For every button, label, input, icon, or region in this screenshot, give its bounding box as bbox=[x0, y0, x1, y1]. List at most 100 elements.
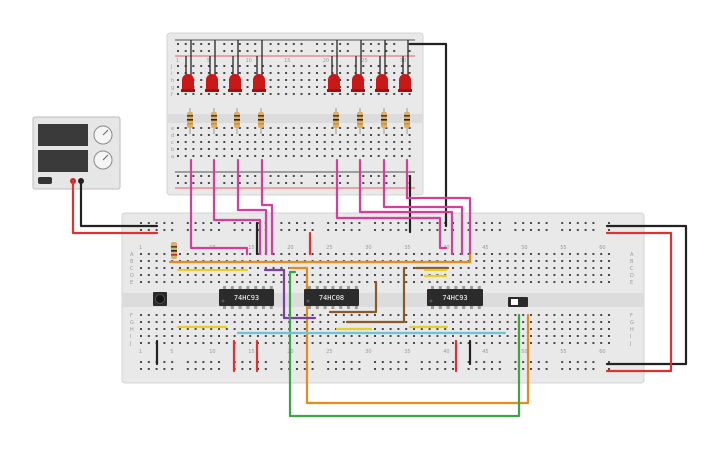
hole[interactable] bbox=[327, 281, 330, 283]
rail-hole[interactable] bbox=[483, 361, 486, 363]
hole[interactable] bbox=[246, 141, 249, 143]
hole[interactable] bbox=[377, 65, 380, 67]
hole[interactable] bbox=[553, 253, 556, 255]
rail-hole[interactable] bbox=[592, 368, 595, 370]
rail-hole[interactable] bbox=[233, 229, 236, 231]
hole[interactable] bbox=[254, 155, 257, 157]
hole[interactable] bbox=[377, 93, 380, 95]
hole[interactable] bbox=[413, 267, 415, 269]
rail-hole[interactable] bbox=[327, 368, 330, 370]
hole[interactable] bbox=[177, 93, 179, 95]
hole[interactable] bbox=[370, 86, 372, 88]
hole[interactable] bbox=[163, 267, 166, 269]
hole[interactable] bbox=[475, 321, 478, 323]
hole[interactable] bbox=[374, 267, 376, 269]
rail-hole[interactable] bbox=[155, 229, 158, 231]
hole[interactable] bbox=[370, 141, 372, 143]
rail-hole[interactable] bbox=[300, 43, 303, 45]
rail-hole[interactable] bbox=[254, 43, 257, 45]
hole[interactable] bbox=[342, 274, 345, 276]
hole[interactable] bbox=[514, 267, 517, 269]
hole[interactable] bbox=[186, 314, 189, 316]
hole[interactable] bbox=[377, 134, 380, 136]
hole[interactable] bbox=[475, 267, 478, 269]
hole[interactable] bbox=[316, 127, 318, 129]
hole[interactable] bbox=[155, 274, 158, 276]
hole[interactable] bbox=[223, 148, 226, 150]
hole[interactable] bbox=[537, 267, 540, 269]
hole[interactable] bbox=[569, 314, 571, 316]
hole[interactable] bbox=[346, 79, 349, 81]
rail-hole[interactable] bbox=[207, 175, 210, 177]
hole[interactable] bbox=[254, 72, 257, 74]
rail-hole[interactable] bbox=[420, 368, 423, 370]
hole[interactable] bbox=[300, 86, 303, 88]
hole[interactable] bbox=[186, 342, 189, 344]
hole[interactable] bbox=[171, 328, 174, 330]
hole[interactable] bbox=[292, 86, 295, 88]
rail-hole[interactable] bbox=[292, 175, 295, 177]
hole[interactable] bbox=[342, 314, 345, 316]
hole[interactable] bbox=[420, 342, 423, 344]
rail-hole[interactable] bbox=[327, 361, 330, 363]
hole[interactable] bbox=[140, 321, 142, 323]
hole[interactable] bbox=[155, 253, 158, 255]
rail-hole[interactable] bbox=[397, 368, 400, 370]
hole[interactable] bbox=[569, 267, 571, 269]
hole[interactable] bbox=[342, 267, 345, 269]
hole[interactable] bbox=[339, 155, 342, 157]
hole[interactable] bbox=[231, 155, 233, 157]
hole[interactable] bbox=[277, 134, 280, 136]
hole[interactable] bbox=[249, 274, 252, 276]
hole[interactable] bbox=[483, 335, 486, 337]
hole[interactable] bbox=[272, 328, 275, 330]
hole[interactable] bbox=[475, 342, 478, 344]
hole[interactable] bbox=[436, 328, 439, 330]
hole[interactable] bbox=[483, 281, 486, 283]
hole[interactable] bbox=[346, 72, 349, 74]
hole[interactable] bbox=[370, 93, 372, 95]
rail-hole[interactable] bbox=[194, 229, 197, 231]
rail-hole[interactable] bbox=[362, 182, 365, 184]
hole[interactable] bbox=[405, 342, 408, 344]
hole[interactable] bbox=[261, 65, 264, 67]
hole[interactable] bbox=[140, 314, 142, 316]
hole[interactable] bbox=[413, 253, 415, 255]
hole[interactable] bbox=[366, 253, 369, 255]
rail-hole[interactable] bbox=[385, 175, 388, 177]
hole[interactable] bbox=[264, 281, 267, 283]
rail-hole[interactable] bbox=[592, 361, 595, 363]
rail-hole[interactable] bbox=[288, 229, 291, 231]
rail-hole[interactable] bbox=[335, 368, 337, 370]
hole[interactable] bbox=[428, 314, 431, 316]
rail-hole[interactable] bbox=[241, 361, 244, 363]
hole[interactable] bbox=[553, 321, 556, 323]
hole[interactable] bbox=[249, 328, 252, 330]
hole[interactable] bbox=[576, 281, 579, 283]
hole[interactable] bbox=[331, 127, 334, 129]
rail-hole[interactable] bbox=[249, 361, 252, 363]
rail-hole[interactable] bbox=[608, 222, 610, 224]
hole[interactable] bbox=[210, 314, 213, 316]
rail-hole[interactable] bbox=[223, 50, 226, 52]
rail-hole[interactable] bbox=[475, 361, 478, 363]
rail-hole[interactable] bbox=[346, 175, 349, 177]
rail-hole[interactable] bbox=[491, 368, 493, 370]
rail-hole[interactable] bbox=[177, 175, 179, 177]
hole[interactable] bbox=[223, 155, 226, 157]
hole[interactable] bbox=[522, 281, 525, 283]
hole[interactable] bbox=[400, 134, 403, 136]
hole[interactable] bbox=[553, 335, 556, 337]
hole[interactable] bbox=[179, 342, 181, 344]
rail-hole[interactable] bbox=[350, 222, 353, 224]
rail-hole[interactable] bbox=[428, 361, 431, 363]
hole[interactable] bbox=[514, 314, 517, 316]
hole[interactable] bbox=[506, 274, 509, 276]
hole[interactable] bbox=[327, 274, 330, 276]
rail-hole[interactable] bbox=[467, 222, 470, 224]
hole[interactable] bbox=[545, 342, 548, 344]
hole[interactable] bbox=[436, 321, 439, 323]
hole[interactable] bbox=[467, 328, 470, 330]
hole[interactable] bbox=[537, 335, 540, 337]
hole[interactable] bbox=[300, 72, 303, 74]
